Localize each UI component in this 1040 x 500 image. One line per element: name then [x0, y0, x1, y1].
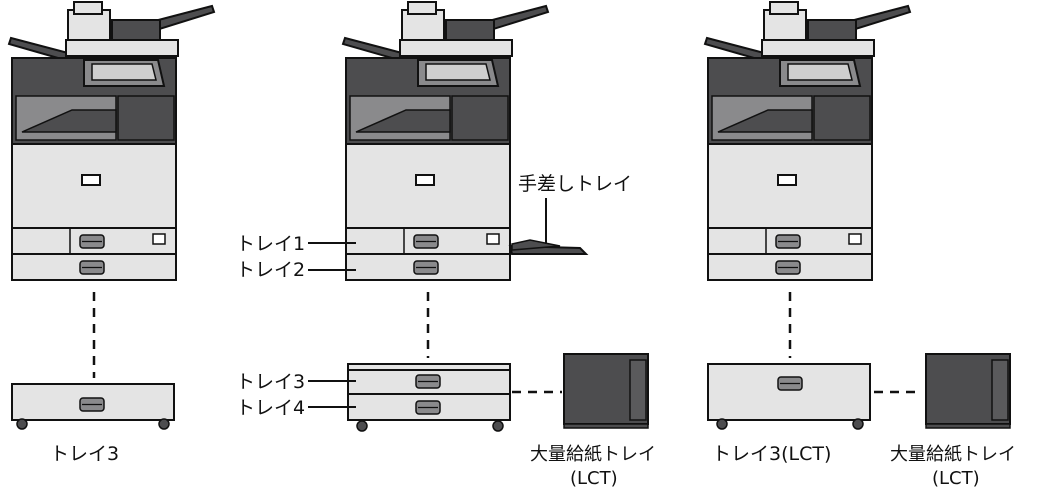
label-tray3: トレイ3 — [236, 371, 305, 393]
tray3-drawer-unit-1 — [11, 383, 175, 430]
lct-unit-2 — [925, 353, 1011, 429]
manual-feed-tray — [508, 239, 589, 255]
label-lct2-line2: (LCT) — [932, 468, 980, 489]
printer-unit-3 — [704, 1, 911, 281]
label-unit1-tray3: トレイ3 — [50, 443, 119, 465]
label-lct2-line1: 大量給紙トレイ — [890, 444, 1016, 465]
label-tray2: トレイ2 — [236, 259, 305, 281]
label-lct1-line2: (LCT) — [570, 468, 618, 489]
lct-unit-1 — [563, 353, 649, 429]
label-manual-tray: 手差しトレイ — [518, 173, 632, 195]
lct-drawer-unit — [707, 363, 871, 430]
two-tray-unit — [347, 363, 511, 432]
label-lct1-line1: 大量給紙トレイ — [530, 444, 656, 465]
label-unit3-tray3-lct: トレイ3(LCT) — [712, 443, 831, 465]
label-tray4: トレイ4 — [236, 397, 305, 419]
label-tray1: トレイ1 — [236, 233, 305, 255]
printer-unit-2 — [342, 1, 549, 281]
printer-unit-1 — [8, 1, 215, 281]
